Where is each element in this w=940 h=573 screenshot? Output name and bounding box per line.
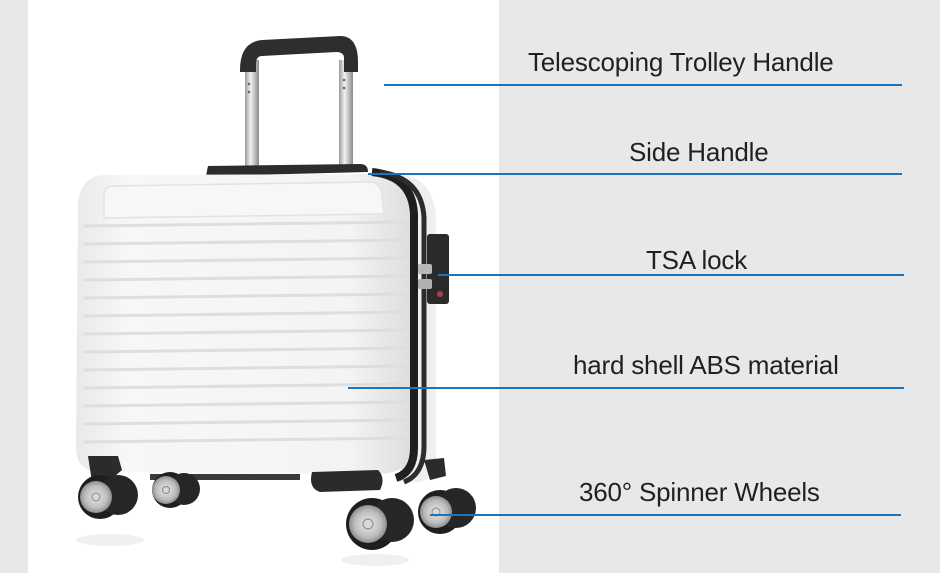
callout-line-spinner-wheels bbox=[430, 514, 901, 516]
label-spinner-wheels: 360° Spinner Wheels bbox=[579, 477, 820, 507]
left-margin-strip bbox=[0, 0, 28, 573]
tsa-lock bbox=[418, 234, 449, 304]
product-photo bbox=[28, 0, 499, 573]
feature-panel bbox=[499, 0, 940, 573]
callout-line-side-handle bbox=[368, 173, 902, 175]
hard-shell-body bbox=[76, 168, 427, 485]
label-trolley-handle: Telescoping Trolley Handle bbox=[528, 47, 834, 77]
label-side-handle: Side Handle bbox=[629, 137, 769, 167]
spinner-wheels bbox=[76, 472, 476, 566]
trolley-handle bbox=[240, 36, 358, 172]
callout-line-tsa-lock bbox=[438, 274, 904, 276]
callout-line-trolley-handle bbox=[384, 84, 902, 86]
callout-line-shell-material bbox=[348, 387, 904, 389]
label-shell-material: hard shell ABS material bbox=[573, 350, 839, 380]
label-tsa-lock: TSA lock bbox=[646, 245, 747, 275]
suitcase-illustration bbox=[76, 36, 476, 566]
